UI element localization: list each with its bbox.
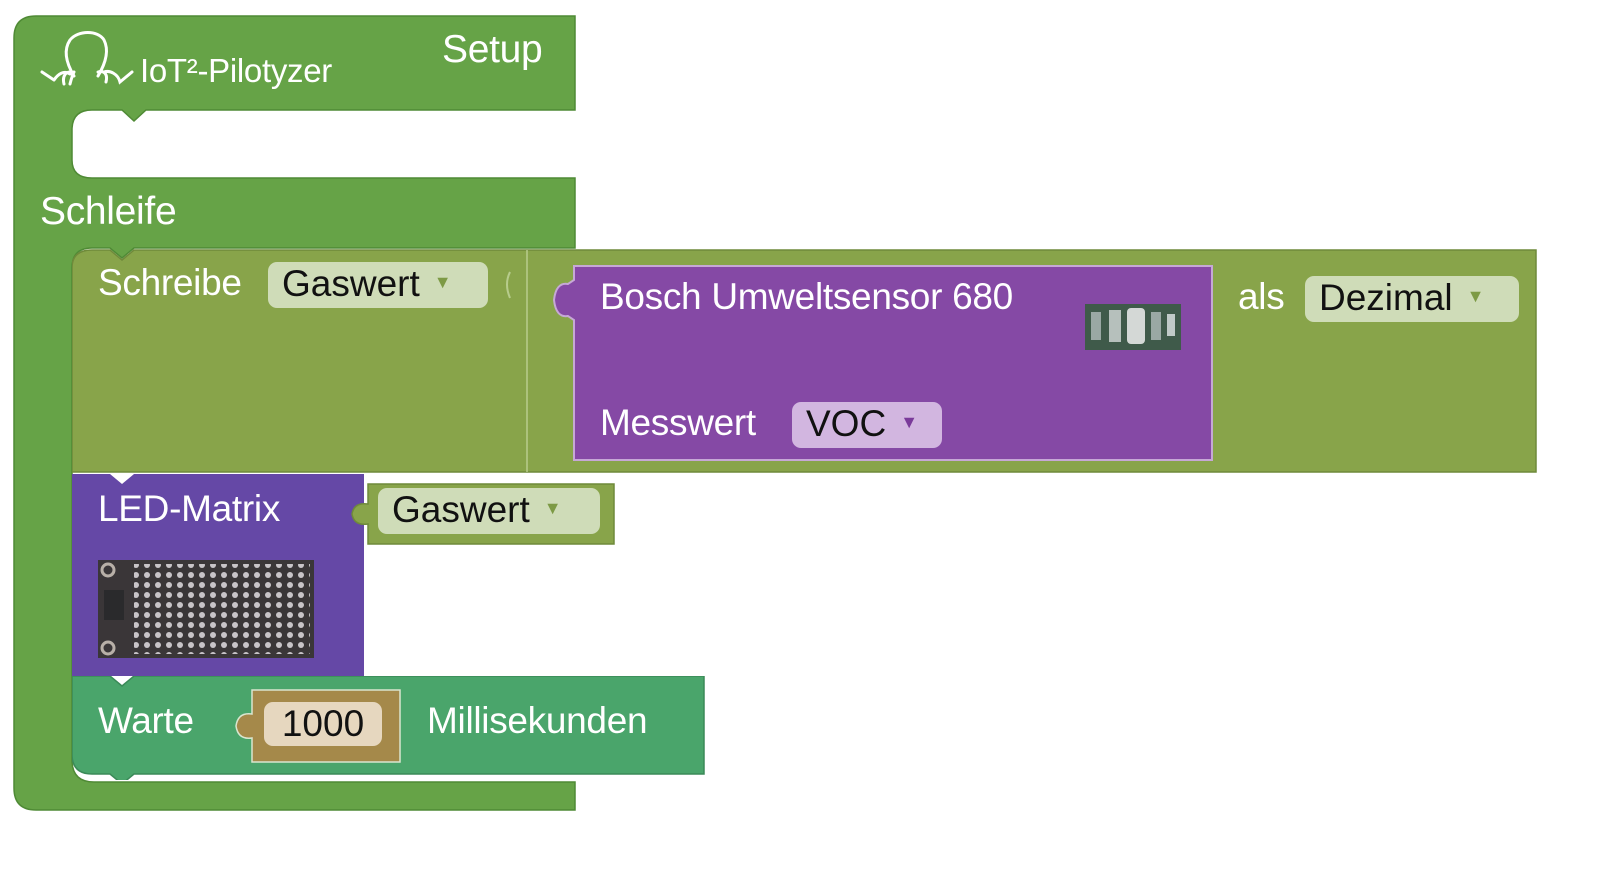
write-format-value: Dezimal (1319, 277, 1453, 318)
sensor-measure-dropdown[interactable]: VOC ▼ (792, 402, 942, 449)
setup-title: Setup (442, 28, 543, 71)
led-value-value: Gaswert (392, 489, 530, 530)
write-variable-value: Gaswert (282, 263, 420, 304)
write-as-label: als (1238, 276, 1285, 317)
sensor-board-image (1085, 304, 1181, 350)
led-matrix-block[interactable]: LED-Matrix Gaswert ▼ (72, 474, 617, 678)
write-variable-dropdown[interactable]: Gaswert ▼ (268, 262, 488, 309)
dropdown-arrow-icon: ▼ (1466, 286, 1485, 307)
dropdown-arrow-icon: ▼ (433, 272, 452, 293)
dropdown-arrow-icon: ▼ (900, 412, 919, 433)
wait-block[interactable]: Warte 1000 Millisekunden (72, 676, 706, 780)
loop-title: Schleife (40, 190, 177, 233)
sensor-measure-label: Messwert (600, 402, 756, 443)
sensor-block-shape (552, 265, 1213, 461)
sensor-block[interactable]: Bosch Umweltsensor 680 Messwert VOC ▼ (550, 264, 1214, 462)
write-label: Schreibe (98, 262, 242, 303)
led-matrix-image (98, 560, 314, 658)
octopus-logo-icon (40, 31, 134, 86)
write-format-dropdown[interactable]: Dezimal ▼ (1305, 276, 1519, 323)
wait-unit-label: Millisekunden (427, 700, 648, 741)
brand-label: IoT²-Pilotyzer (140, 52, 332, 89)
wait-value-input[interactable]: 1000 (264, 702, 382, 746)
sensor-measure-value: VOC (806, 403, 887, 444)
sensor-title: Bosch Umweltsensor 680 (600, 276, 1013, 317)
wait-label: Warte (98, 700, 194, 741)
dropdown-arrow-icon: ▼ (543, 498, 562, 519)
led-matrix-title: LED-Matrix (98, 488, 281, 529)
led-value-dropdown[interactable]: Gaswert ▼ (378, 488, 600, 535)
